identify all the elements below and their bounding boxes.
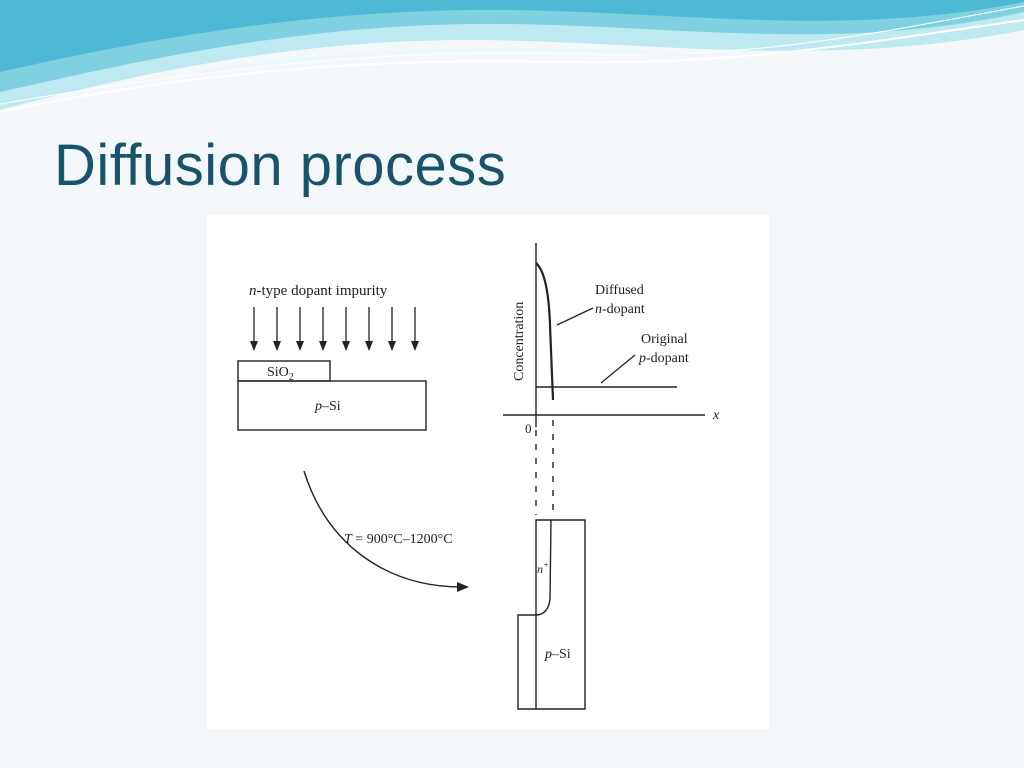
temperature-label: T = 900°C–1200°C xyxy=(344,532,453,547)
diffused-label-line2: n-dopant xyxy=(595,302,645,317)
header-wave-decoration xyxy=(0,0,1024,113)
x-axis-label: x xyxy=(712,408,720,423)
origin-label: 0 xyxy=(525,421,532,436)
original-pointer xyxy=(600,354,636,384)
dopant-impurity-label: n-type dopant impurity xyxy=(249,283,388,299)
diffused-dopant-curve xyxy=(535,262,555,401)
substrate-label-bottom: p–Si xyxy=(544,647,571,662)
substrate-label-top: p–Si xyxy=(314,399,341,414)
process-arrow xyxy=(303,470,463,588)
original-label-line1: Original xyxy=(641,332,688,347)
oxide-label: SiO2 xyxy=(267,365,294,383)
diffused-label-line1: Diffused xyxy=(595,283,644,298)
diffusion-diagram: n-type dopant impurity SiO2 p–Si T = 900… xyxy=(207,215,769,729)
diffused-pointer xyxy=(556,307,594,326)
dopant-arrows xyxy=(250,307,419,351)
y-axis-label: Concentration xyxy=(512,302,527,381)
slide-title: Diffusion process xyxy=(54,133,507,198)
original-label-line2: p-dopant xyxy=(638,351,689,366)
junction-boundary xyxy=(535,519,552,616)
n-plus-label: n+ xyxy=(537,560,549,576)
substrate-block xyxy=(237,380,427,431)
diffused-cross-section xyxy=(517,519,586,710)
